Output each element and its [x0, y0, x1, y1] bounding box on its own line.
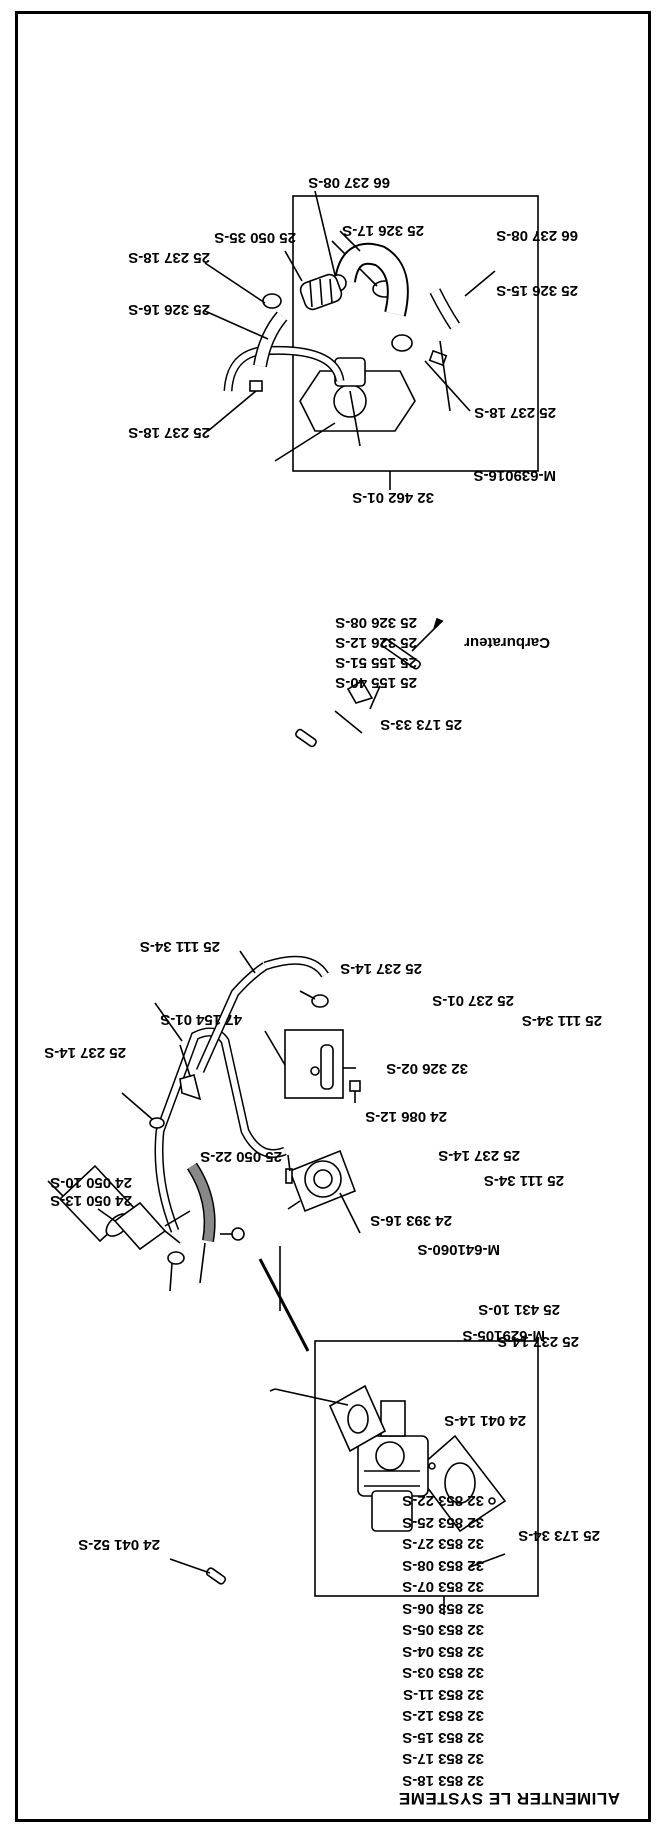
label-clamp-left: 25 237 18-S — [128, 249, 210, 266]
label-gasket: 24 041 52-S — [78, 1536, 160, 1553]
label-valve-a: 25 155 40-S — [335, 674, 417, 691]
label-clamp-top-a: 66 237 08-S — [496, 227, 578, 244]
label-screw: 24 086 12-S — [365, 1108, 447, 1125]
kit-item: 32 853 17-S — [402, 1750, 484, 1768]
hose-shape — [381, 638, 421, 670]
kit-item: 32 853 06-S — [402, 1600, 484, 1617]
label-hose-top: 25 326 17-S — [342, 222, 424, 239]
kit-item: 32 853 12-S — [402, 1707, 484, 1725]
kit-item: 32 853 15-S — [402, 1729, 484, 1746]
kit-item: 32 853 08-S — [402, 1557, 484, 1574]
kit-item: 32 853 22-S — [402, 1492, 484, 1510]
label-inset-part: 32 326 02-S — [386, 1060, 468, 1077]
valve-shape — [346, 679, 374, 704]
fuel-pump-shape — [287, 1149, 357, 1213]
inset-box — [284, 1029, 344, 1099]
breather-box — [292, 195, 539, 472]
carburetor-shape — [357, 1400, 429, 1532]
kit-item: 32 853 25-S — [402, 1514, 484, 1531]
carb-kit-list: 32 853 18-S 32 853 17-S 32 853 15-S 32 8… — [402, 1490, 484, 1791]
label-insulator: 24 041 14-S — [444, 1412, 526, 1429]
carb-box — [314, 1340, 539, 1597]
kit-item: 32 853 27-S — [402, 1535, 484, 1553]
label-filter: 25 050 35-S — [214, 229, 296, 246]
label-clamp-left: 25 237 14-S — [44, 1044, 126, 1061]
label-hose-a: 25 326 12-S — [335, 634, 417, 651]
kit-item: 32 853 03-S — [402, 1664, 484, 1682]
label-inset-clamp: 25 237 01-S — [432, 992, 514, 1009]
kit-item: 32 853 11-S — [403, 1686, 484, 1703]
label-stud: M-629105-S — [462, 1327, 545, 1344]
connector-shape — [295, 728, 317, 748]
label-assembly: 32 462 01-S — [352, 489, 434, 506]
label-hose-top: 25 111 34-S — [139, 938, 220, 955]
label-hose-left: 25 326 16-S — [128, 301, 210, 318]
label-valve: M-639016-S — [473, 467, 556, 484]
label-clamp-pump: 25 237 14-S — [438, 1147, 520, 1164]
breather-body-shape — [299, 357, 416, 432]
label-clamp-right: 25 237 18-S — [474, 404, 556, 421]
kit-item: 32 853 04-S — [402, 1643, 484, 1660]
label-sleeve: 25 173 34-S — [518, 1527, 600, 1544]
label-hose: 25 431 10-S — [478, 1301, 560, 1318]
label-carburateur: Carburateur — [464, 634, 550, 651]
insulator-shape — [328, 1384, 387, 1453]
kit-item: 32 853 18-S — [402, 1772, 484, 1789]
gasket-shape — [413, 1434, 507, 1533]
label-clamp-top-b: 66 237 08-S — [308, 174, 390, 191]
label-clip: 47 154 01-S — [160, 1011, 242, 1028]
label-clamp-bottom-left: 25 237 18-S — [128, 424, 210, 441]
label-connector: 25 173 33-S — [380, 716, 462, 733]
kit-item: 32 853 05-S — [402, 1621, 484, 1639]
label-filter-a: 24 050 13-S — [50, 1192, 132, 1209]
label-hose-right: 25 326 15-S — [496, 282, 578, 299]
breather-filter-shape — [299, 273, 343, 311]
label-filter-b: 24 050 10-S — [50, 1174, 132, 1191]
label-pump: 24 393 16-S — [370, 1212, 452, 1229]
label-hose-right-2: 25 111 34-S — [521, 1012, 602, 1029]
label-clamp-top: 25 237 14-S — [340, 960, 422, 977]
sleeve-shape — [205, 1567, 227, 1585]
screw-shape — [349, 1080, 361, 1103]
fuel-filter-small-shape — [97, 1201, 181, 1251]
label-nut: M-641060-S — [417, 1241, 500, 1258]
label-hose-right: 25 111 34-S — [483, 1172, 564, 1189]
label-valve-b: 25 155 51-S — [335, 654, 417, 671]
kit-item: 32 853 07-S — [402, 1578, 484, 1596]
label-hose-b: 25 326 08-S — [335, 614, 417, 631]
label-filter-small: 25 050 22-S — [200, 1148, 282, 1165]
